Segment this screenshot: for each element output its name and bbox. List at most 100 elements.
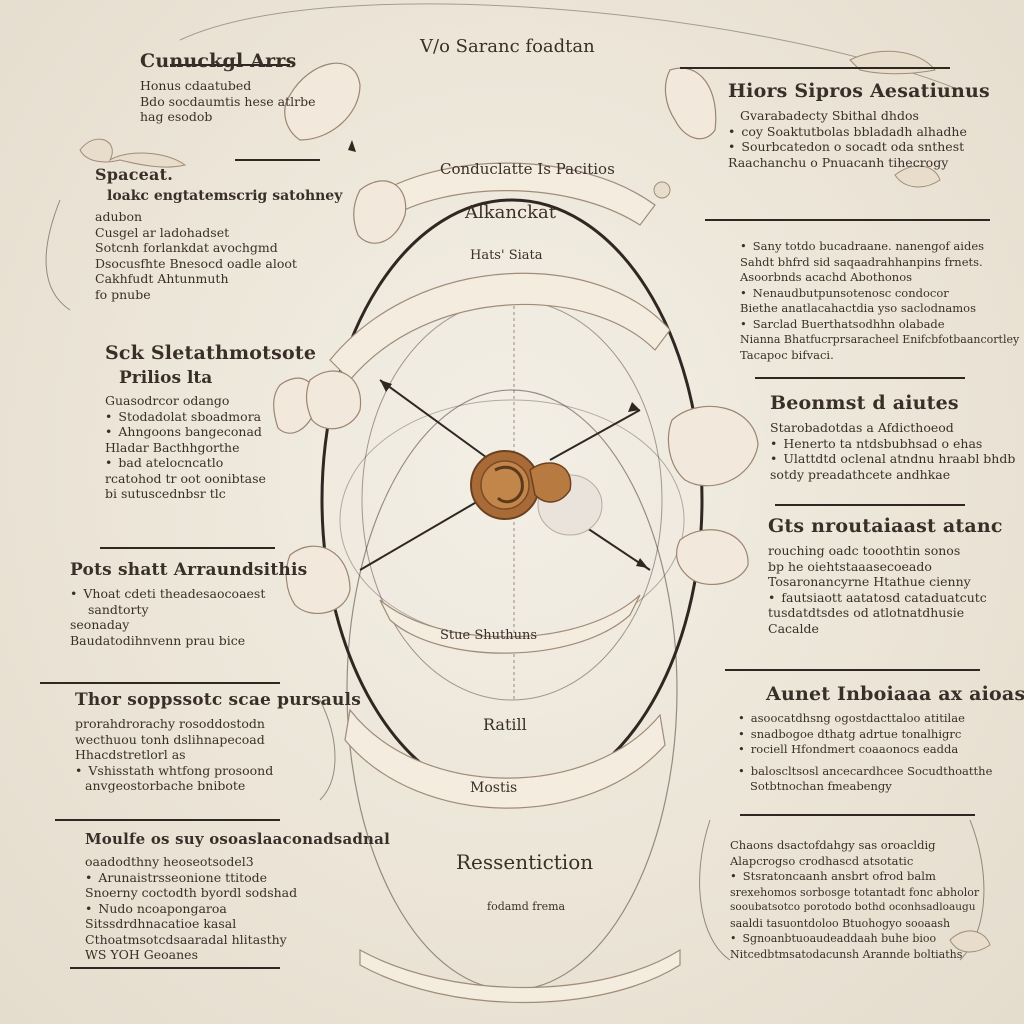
list-item: Hhacdstretlorl as	[75, 747, 186, 762]
upper-band-label: Conduclatte Is Pacitios	[440, 160, 615, 178]
list-item: Cusgel ar ladohadset	[95, 224, 230, 240]
list-item: Cakhfudt Ahtunmuth	[95, 271, 229, 286]
list-item: saaldi tasuontdoloo Btuohogyo sooaash	[730, 916, 951, 930]
list-item: Sany totdo bucadraane. nanengof aides	[740, 239, 984, 255]
list-item: fo pnube	[95, 286, 151, 302]
list-item: srexehomos sorbosge totantadt fonc abhol…	[730, 885, 980, 899]
list-item: Arunaistrsseonione ttitode	[85, 870, 290, 886]
left-panel-4-title: Pots shatt Arraundsithis	[70, 560, 308, 580]
list-item: Ahngoons bangeconad	[105, 424, 275, 440]
list-item: bi sutuscednbsr tlc	[105, 486, 226, 501]
list-item: Ulattdtd oclenal atndnu hraabl bhdb	[770, 451, 1015, 467]
list-item: Honus cdaatubed	[140, 78, 252, 93]
list-item: rociell Hfondmert coaaonocs eadda	[738, 742, 983, 758]
left-bracket-2	[319, 699, 336, 801]
middle-band-label: Hats' Siata	[470, 248, 543, 263]
right-panel-5: Aunet Inboiaaa ax aioastil. asoocatdhsng…	[738, 683, 1024, 795]
list-item: rouching oadc tooothtin sonos	[768, 543, 961, 558]
list-item: Cthoatmsotcdsaaradal hlitasthy	[85, 931, 287, 947]
list-item: seonaday	[70, 617, 130, 632]
right-panel-1: Hiors Sipros Aesatiunus Gvarabadecty Sbi…	[728, 80, 990, 170]
left-panel-2-subtitle: loakc engtatemscrig satohney	[107, 188, 343, 204]
right-panel-2: Sany totdo bucadraane. nanengof aides Sa…	[740, 233, 1020, 363]
left-panel-5-title: Thor soppssotc scae pursauls	[75, 690, 361, 710]
right-bracket-1	[699, 819, 731, 961]
list-item: Sgnoanbtuoaudeaddaah buhe bioo	[730, 931, 980, 947]
bottom-scroll-caption: Mostis	[470, 780, 518, 796]
arrowheads	[348, 140, 648, 568]
list-item: Sourbcatedon o socadt oda snthest	[728, 139, 968, 155]
list-item: Guasodrcor odango	[105, 393, 230, 408]
list-item: Tacapoc bifvaci.	[740, 347, 834, 362]
list-item: baloscltsosl ancecardhcee Socudthoatthe	[738, 764, 993, 780]
list-item: bp he oiehtstaaasecoeado	[768, 558, 932, 574]
right-panel-3: Beonmst d aiutes Starobadotdas a Afdicth…	[770, 392, 1015, 482]
left-panel-2: Spaceat. loakc engtatemscrig satohney ad…	[95, 165, 343, 302]
lower-band-label: Stue Shuthuns	[440, 628, 537, 643]
list-item: Alapcrogso crodhascd atsotatic	[730, 853, 914, 868]
list-item: asoocatdhsng ogostdacttaloo atitilae	[738, 711, 983, 727]
list-item: Nudo ncoapongaroa	[85, 901, 290, 917]
top-banner-label: V/o Saranc foadtan	[420, 36, 595, 57]
list-item: hag esodob	[140, 109, 213, 124]
list-item: prorahdrorachy rosoddostodn	[75, 716, 265, 731]
list-item: Tosaronancyrne Htathue cienny	[768, 574, 971, 589]
center-title: Alkanckat	[465, 202, 556, 223]
right-panel-6: Chaons dsactofdahgy sas oroacldig Alapcr…	[730, 832, 980, 962]
list-item: tusdatdtsdes od atlotnatdhusie	[768, 605, 965, 620]
list-item: Nitcedbtmsatodacunsh Arannde boltiaths	[730, 947, 963, 961]
right-panel-1-title: Hiors Sipros Aesatiunus	[728, 80, 990, 102]
list-item: Dsocusfhte Bnesocd oadle aloot	[95, 255, 297, 271]
coin-gear-icon	[470, 450, 603, 536]
list-item: Nenaudbutpunsotenosc condocor	[740, 286, 980, 302]
list-item: Raachanchu o Pnuacanh tihecrogy	[728, 154, 949, 170]
right-panel-4: Gts nroutaiaast atanc rouching oadc tooo…	[768, 515, 1002, 636]
scroll-bands	[329, 162, 681, 1003]
list-item: Vshisstath whtfong prosoond	[75, 763, 285, 779]
left-panel-1: Cunuckgl Arrs Honus cdaatubed Bdo socdau…	[140, 50, 320, 125]
list-item: wecthuou tonh dslihnapecoad	[75, 731, 265, 747]
list-item: snadbogoe dthatg adrtue tonalhigrc	[738, 727, 983, 743]
list-item: Sotbtnochan fmeabengy	[750, 779, 892, 793]
list-item: Hladar Bacthhgorthe	[105, 439, 240, 455]
list-item: Sitssdrdhnacatioe kasal	[85, 916, 237, 931]
list-item: Gvarabadecty Sbithal dhdos	[740, 108, 919, 123]
list-item: WS YOH Geoanes	[85, 947, 198, 962]
left-panel-2-title: Spaceat.	[95, 165, 173, 184]
list-item: Sotcnh forlankdat avochgmd	[95, 240, 278, 255]
list-item: fautsiaott aatatosd cataduatcutc	[768, 590, 986, 606]
bottom-title: Ressentiction	[456, 850, 594, 874]
list-item: adubon	[95, 209, 143, 224]
bottom-subtitle: fodamd frema	[487, 900, 566, 913]
list-item: Chaons dsactofdahgy sas oroacldig	[730, 838, 936, 852]
list-item: Henerto ta ntdsbubhsad o ehas	[770, 436, 982, 452]
left-panel-6-title: Moulfe os suy osoaslaaconadsadnal	[85, 830, 390, 848]
left-bracket-1	[45, 199, 71, 311]
list-item: Sarclad Buerthatsodhhn olabade	[740, 317, 980, 333]
list-item: coy Soaktutbolas bbladadh alhadhe	[728, 124, 968, 140]
left-panel-4: Pots shatt Arraundsithis Vhoat cdeti the…	[70, 560, 308, 648]
list-item: anvgeostorbache bnibote	[85, 778, 246, 793]
list-item: Vhoat cdeti theadesaocoaest	[70, 586, 275, 602]
list-item: Baudatodihnvenn prau bice	[70, 632, 246, 648]
right-panel-5-title: Aunet Inboiaaa ax aioastil.	[766, 683, 1024, 705]
list-item: Sahdt bhfrd sid saqaadrahhanpins frnets.	[740, 254, 983, 269]
list-item: Stsratoncaanh ansbrt ofrod balm	[730, 869, 980, 885]
left-panel-3-title: Sck Sletathmotsote	[105, 342, 317, 364]
list-item: Biethe anatlacahactdia yso saclodnamos	[740, 301, 977, 315]
list-item: Starobadotdas a Afdicthoeod	[770, 420, 954, 435]
list-item: bad atelocncatlo	[105, 455, 275, 471]
list-item: sandtorty	[88, 601, 149, 617]
right-panel-3-title: Beonmst d aiutes	[770, 392, 959, 414]
list-item: oaadodthny heoseotsodel3	[85, 854, 254, 869]
left-panel-1-title: Cunuckgl Arrs	[140, 50, 297, 72]
list-item: Stodadolat sboadmora	[105, 409, 275, 425]
list-item: sotdy preadathcete andhkae	[770, 466, 951, 482]
list-item: Asoorbnds acachd Abothonos	[740, 270, 913, 284]
bottom-band-label: Ratill	[483, 715, 527, 734]
list-item: Cacalde	[768, 620, 819, 636]
list-item: rcatohod tr oot oonibtase	[105, 470, 266, 486]
list-item: Nianna Bhatfucrprsaracheel Enifcbfotbaan…	[740, 333, 1020, 346]
list-item: Snoerny coctodth byordl sodshad	[85, 885, 298, 900]
